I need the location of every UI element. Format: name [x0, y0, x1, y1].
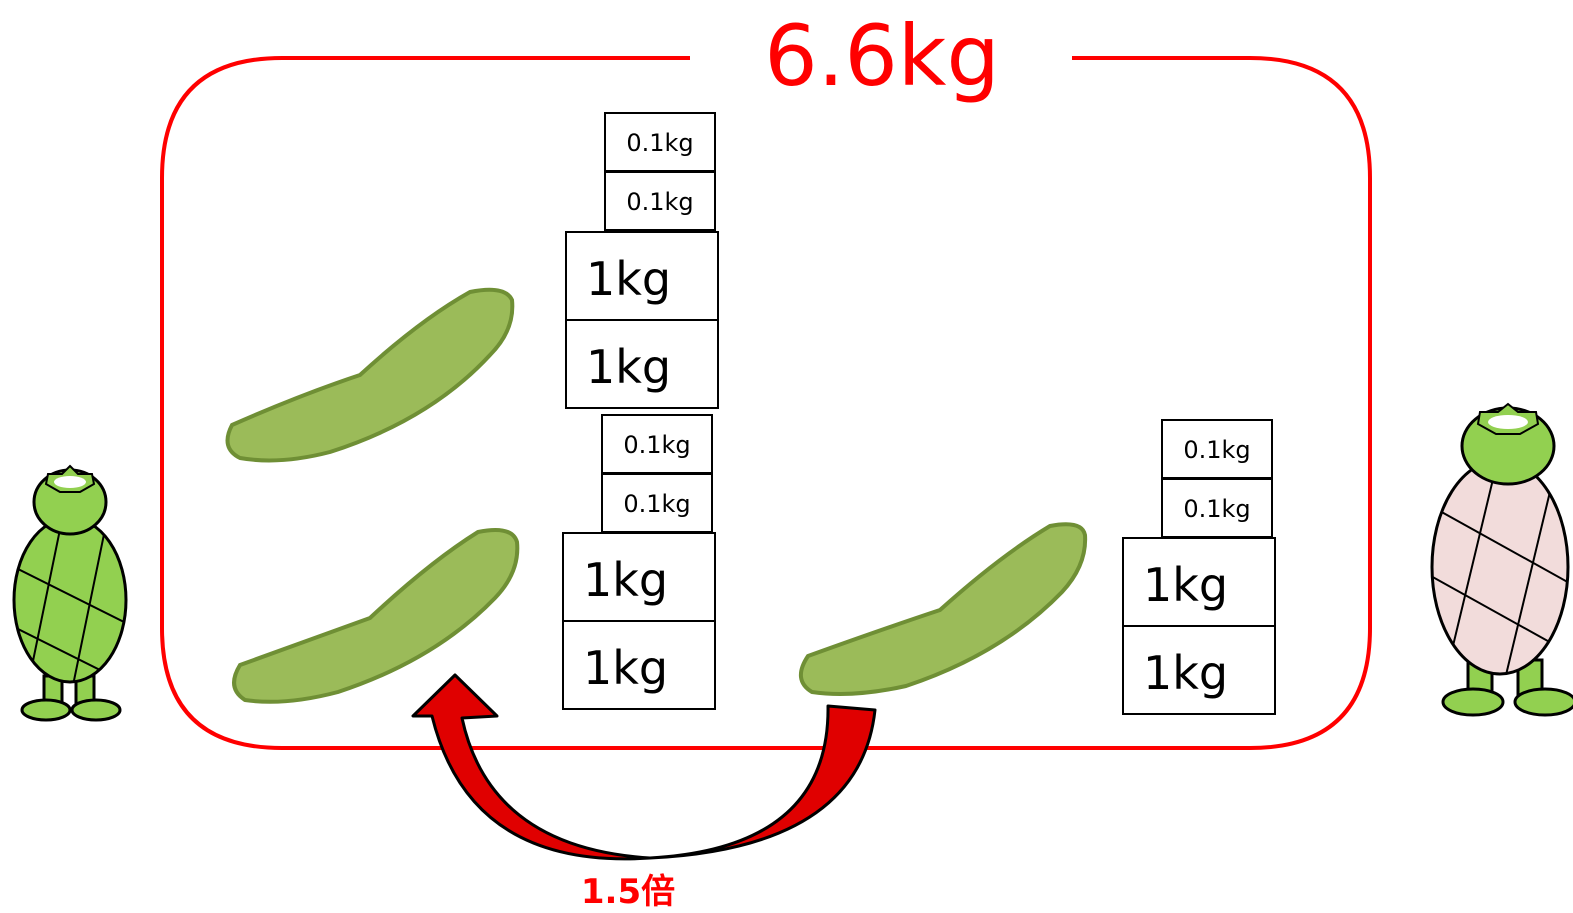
- large-weight-box: 1kg: [565, 319, 719, 409]
- kappa-green-shell-icon: [12, 464, 128, 722]
- curved-arrow-icon: [411, 673, 877, 861]
- small-weight-box: 0.1kg: [604, 112, 716, 172]
- large-weight-box: 1kg: [565, 231, 719, 321]
- small-weight-box: 0.1kg: [604, 171, 716, 231]
- total-weight-title: 6.6kg: [764, 7, 1000, 105]
- svg-text:0.1kg: 0.1kg: [623, 490, 690, 518]
- svg-text:1kg: 1kg: [586, 340, 671, 394]
- large-weight-box: 1kg: [562, 532, 716, 622]
- svg-text:0.1kg: 0.1kg: [1183, 436, 1250, 464]
- svg-text:0.1kg: 0.1kg: [626, 129, 693, 157]
- weight-stack-lower-left: 0.1kg 0.1kg 1kg 1kg: [562, 414, 716, 710]
- small-weight-box: 0.1kg: [601, 473, 713, 533]
- ratio-label: 1.5倍: [581, 872, 675, 912]
- cucumber-icon: [225, 287, 515, 463]
- svg-text:0.1kg: 0.1kg: [1183, 495, 1250, 523]
- small-weight-box: 0.1kg: [1161, 419, 1273, 479]
- large-weight-box: 1kg: [1122, 625, 1276, 715]
- svg-text:1kg: 1kg: [586, 252, 671, 306]
- small-weight-box: 0.1kg: [601, 414, 713, 474]
- cucumber-icon: [799, 522, 1088, 696]
- svg-text:1kg: 1kg: [583, 553, 668, 607]
- large-weight-box: 1kg: [562, 620, 716, 710]
- weight-frame: [160, 56, 1372, 750]
- svg-text:1kg: 1kg: [1143, 646, 1228, 700]
- svg-text:0.1kg: 0.1kg: [626, 188, 693, 216]
- weight-stack-upper-left: 0.1kg 0.1kg 1kg 1kg: [565, 112, 719, 409]
- svg-text:0.1kg: 0.1kg: [623, 431, 690, 459]
- weight-stack-right: 0.1kg 0.1kg 1kg 1kg: [1122, 419, 1276, 715]
- kappa-pink-shell-icon: [1430, 402, 1573, 717]
- cucumber-icon: [232, 528, 520, 704]
- large-weight-box: 1kg: [1122, 537, 1276, 627]
- small-weight-box: 0.1kg: [1161, 478, 1273, 538]
- svg-text:1kg: 1kg: [1143, 558, 1228, 612]
- svg-text:1kg: 1kg: [583, 641, 668, 695]
